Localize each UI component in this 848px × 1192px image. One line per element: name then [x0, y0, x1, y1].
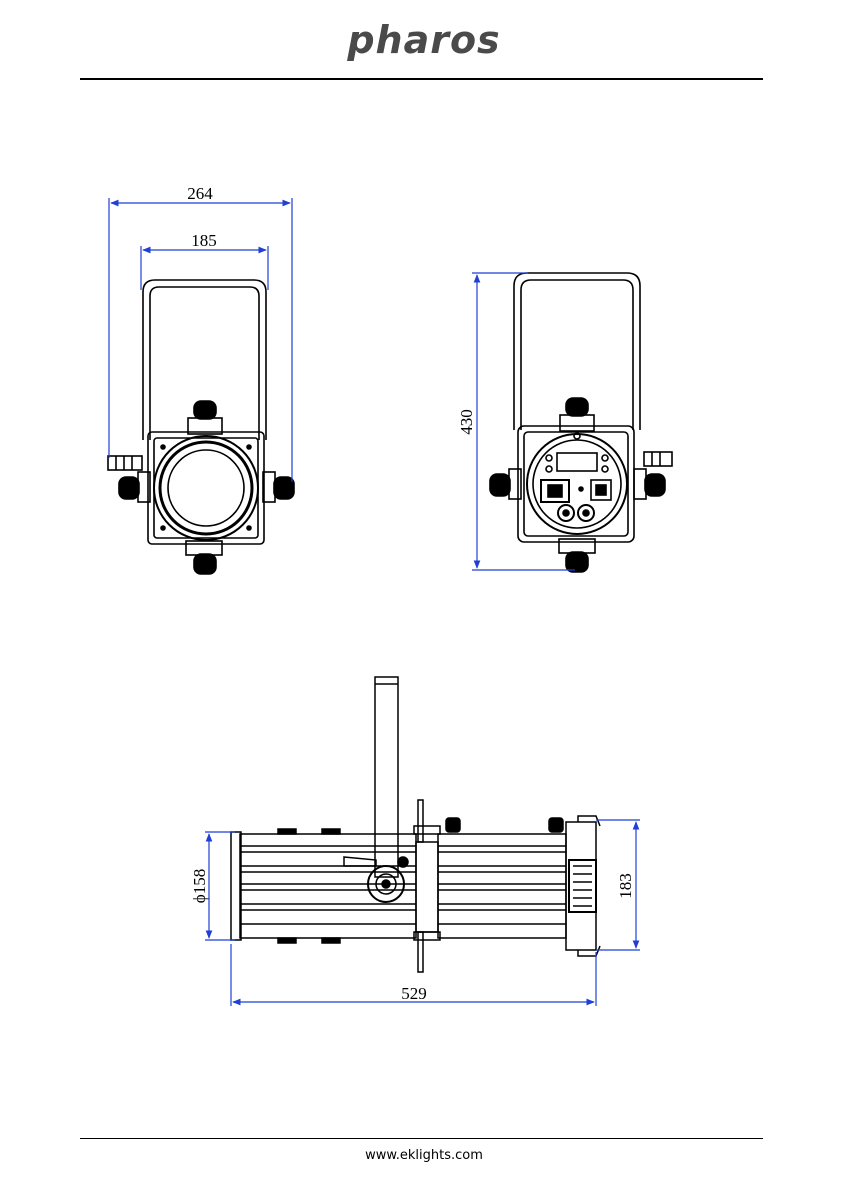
overall-width-label: 264 — [187, 184, 213, 203]
side-view — [231, 677, 600, 972]
front-view — [108, 280, 294, 574]
yoke-width-label: 185 — [191, 231, 217, 250]
length-label: 529 — [401, 984, 427, 1003]
lens-diameter-label: ϕ158 — [190, 869, 209, 903]
rear-view — [490, 273, 672, 572]
footer-divider — [80, 1138, 763, 1139]
body-height-label: 183 — [616, 873, 635, 899]
height-label: 430 — [457, 409, 476, 435]
website-link[interactable]: www.eklights.com — [0, 1148, 848, 1163]
